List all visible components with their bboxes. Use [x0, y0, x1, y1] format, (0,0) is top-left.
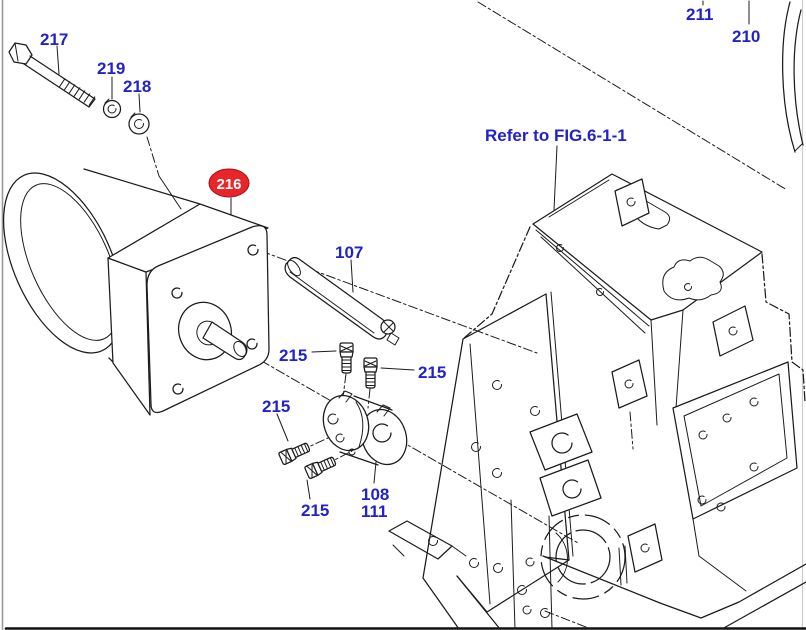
bolt-head: [8, 42, 33, 65]
shaft-107-drawing: [284, 256, 400, 346]
housing-left-edge: [462, 226, 531, 340]
washer-axis-dash: [146, 136, 160, 177]
callout-210: 210: [732, 27, 760, 46]
housing-left-plate-edge: [422, 293, 547, 630]
housing-notch-large: [662, 256, 724, 301]
callout-219: 219: [97, 59, 125, 78]
housing-top-face: [532, 173, 763, 321]
housing-panel-small: [712, 305, 754, 357]
housing-bore-inner: [555, 529, 611, 585]
leader-lines: [56, 0, 750, 500]
callout-111: 111: [361, 502, 388, 521]
washer-axis-solid: [158, 175, 182, 210]
housing-bore-side-plate: [627, 523, 663, 573]
boundary-dash-line: [477, 1, 788, 191]
motor-216-drawing: [2, 168, 270, 416]
screw-b-axis: [367, 388, 371, 409]
motor-body-cylinder: [2, 172, 124, 354]
badge-ellipse: [208, 168, 250, 198]
housing-panel-large: [672, 361, 798, 520]
screw-215-upper-right: [363, 357, 378, 389]
callout-215-upper-right: 215: [418, 363, 446, 382]
housing-right-edge: [761, 253, 806, 403]
screw-215-lower-left: [277, 440, 312, 466]
bolt-threads: [58, 78, 96, 106]
output-shaft: [202, 321, 248, 361]
axis-line-shaft: [245, 351, 579, 544]
callout-218: 218: [123, 77, 151, 96]
washer-219-drawing: [102, 98, 122, 119]
housing-bore-outer: [540, 514, 626, 600]
callout-107: 107: [335, 243, 363, 262]
housing-bracket-1: [529, 413, 593, 471]
callout-217: 217: [40, 30, 68, 49]
callout-215-bottom: 215: [301, 501, 329, 520]
screw-215-upper-left: [339, 342, 354, 374]
callout-215-lower-left: 215: [262, 397, 290, 416]
bolt-217-drawing: [8, 42, 96, 108]
housing-mid-tab: [611, 359, 648, 409]
refer-note: Refer to FIG.6-1-1: [485, 126, 627, 145]
badge-label: 216: [216, 176, 241, 193]
housing-top-tab: [614, 178, 650, 227]
washer-218-drawing: [128, 112, 150, 135]
housing-bracket-2: [539, 459, 602, 517]
top-right-partial-part: [782, 1, 804, 153]
highlight-badge-216: 216: [208, 168, 250, 198]
callout-211: 211: [686, 5, 713, 24]
housing-foot-tab: [388, 520, 453, 560]
housing-base-edge: [542, 555, 806, 619]
gearhead-side-face: [107, 257, 151, 416]
gearhead-top-face: [107, 203, 269, 273]
callout-215-upper-left: 215: [279, 346, 307, 365]
screw-215-bottom: [303, 454, 338, 480]
rod-end-screw: [380, 319, 396, 335]
coupling-drawing: [322, 390, 408, 466]
coupling-slots: [338, 390, 391, 417]
gearbox-housing-drawing: [388, 173, 806, 630]
callout-108: 108: [361, 485, 389, 504]
callout-labels: 217 219 218 107 215 215 215 215 108 111 …: [40, 5, 760, 521]
